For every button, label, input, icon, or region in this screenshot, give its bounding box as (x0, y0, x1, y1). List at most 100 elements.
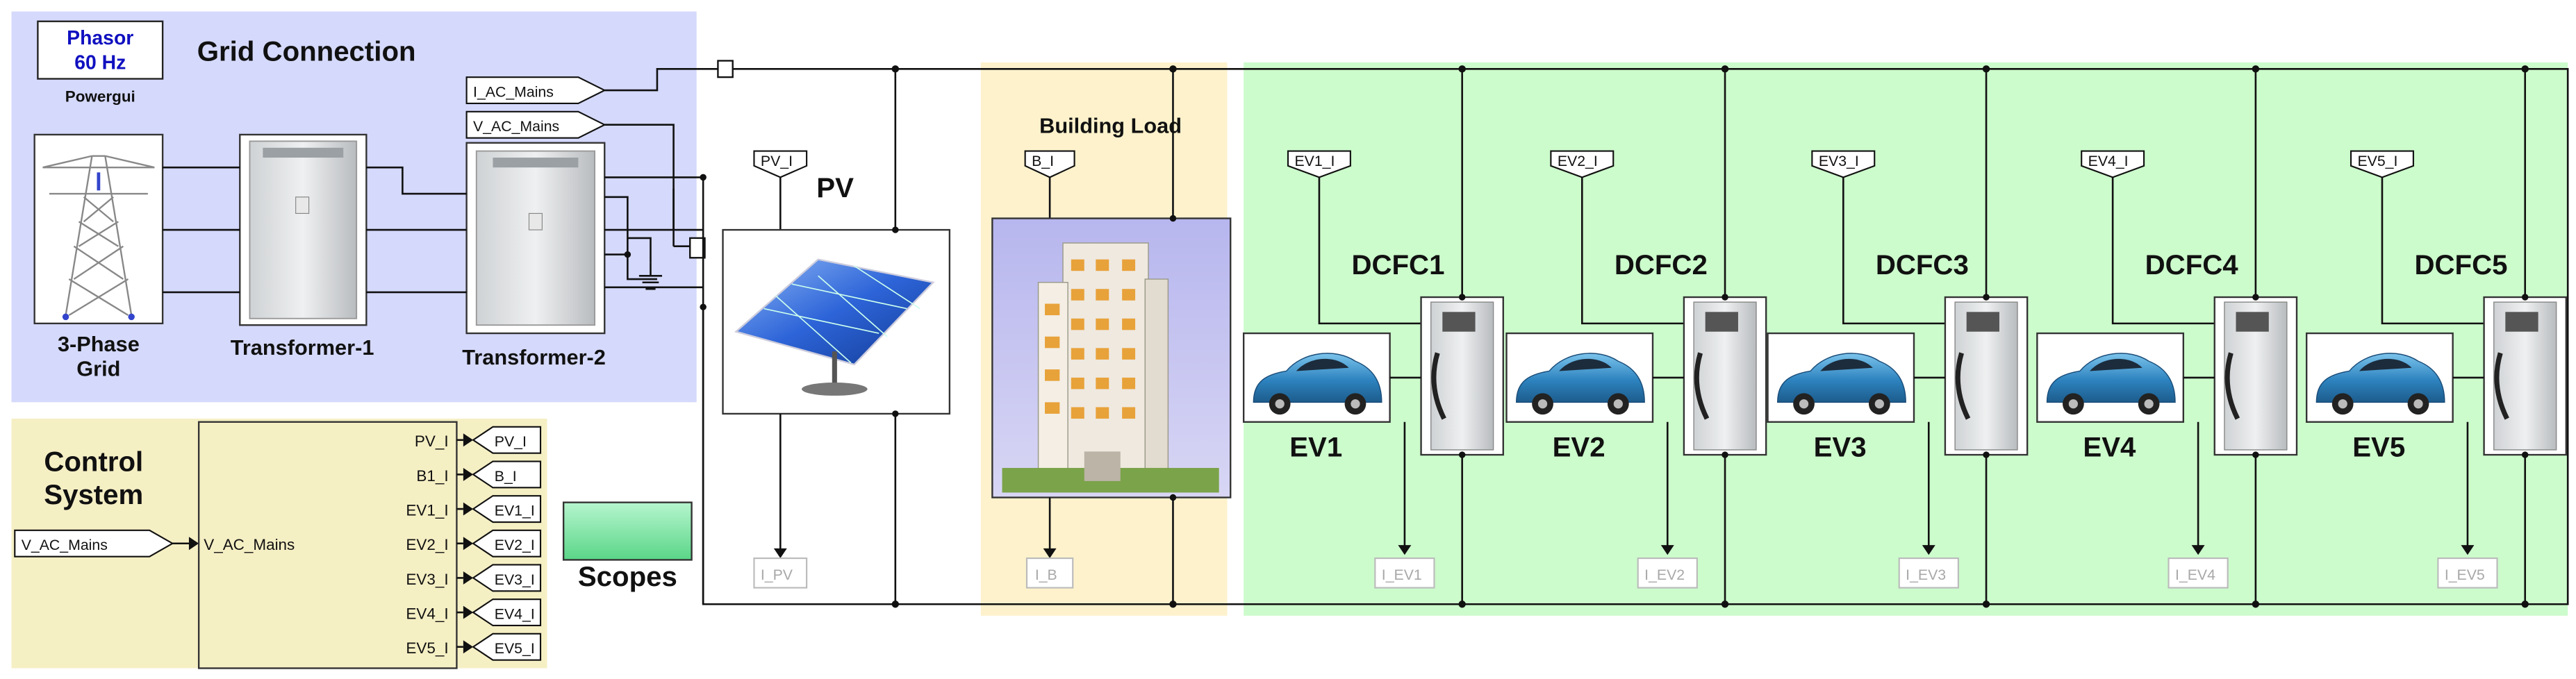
building-load-block[interactable] (991, 215, 1232, 501)
svg-text:EV1_I: EV1_I (1294, 153, 1335, 169)
car-icon (1516, 353, 1645, 403)
control-output-3: EV1_I EV1_I (406, 495, 542, 523)
pv-block[interactable] (722, 226, 951, 417)
transformer-1-label: Transformer-1 (231, 335, 374, 360)
ev3-from-tag[interactable]: EV3_I (1811, 150, 1876, 178)
control-output-4: EV2_I EV2_I (406, 529, 542, 558)
building-goto-tag[interactable]: I_B (1025, 557, 1074, 589)
three-phase-grid-block[interactable] (33, 133, 164, 325)
dcfc3-label: DCFC3 (1876, 249, 1969, 280)
control-output-port-label: EV1_I (406, 502, 448, 519)
svg-text:I_PV: I_PV (761, 567, 793, 583)
ev3-label: EV3 (1814, 431, 1867, 462)
dcfc3-block[interactable] (1944, 294, 2029, 458)
svg-text:EV3_I: EV3_I (1819, 153, 1859, 169)
powergui-line2: 60 Hz (74, 51, 126, 74)
control-output-goto-tag[interactable]: EV4_I (472, 598, 542, 627)
control-output-goto-tag[interactable]: EV1_I (472, 495, 542, 523)
car-icon (2315, 353, 2445, 403)
current-sensor-block[interactable] (689, 237, 706, 259)
ev1-goto-tag[interactable]: I_EV1 (1374, 557, 1435, 589)
transformer-2-block[interactable] (465, 142, 606, 335)
control-input-from-tag[interactable]: V_AC_Mains (14, 529, 174, 558)
svg-text:V_AC_Mains: V_AC_Mains (22, 537, 108, 553)
dcfc2-block[interactable] (1683, 294, 1767, 458)
ev1-from-tag[interactable]: EV1_I (1287, 150, 1351, 178)
control-input-port-label: V_AC_Mains (204, 536, 295, 553)
svg-text:I_AC_Mains: I_AC_Mains (473, 84, 554, 101)
ev5-label: EV5 (2352, 431, 2405, 462)
control-output-5: EV3_I EV3_I (406, 564, 542, 592)
control-system-title-line2: System (44, 479, 143, 510)
grid-label-line2: Grid (76, 357, 120, 381)
pv-goto-tag[interactable]: I_PV (753, 557, 808, 589)
control-output-goto-tag[interactable]: B_I (472, 460, 542, 489)
ev1-label: EV1 (1289, 431, 1342, 462)
svg-text:EV4_I: EV4_I (495, 606, 535, 623)
dcfc5-block[interactable] (2483, 294, 2567, 458)
ev2-goto-tag[interactable]: I_EV2 (1637, 557, 1698, 589)
control-output-6: EV4_I EV4_I (406, 598, 542, 627)
svg-text:B_I: B_I (1032, 153, 1054, 169)
transformer-1-block[interactable] (239, 133, 368, 326)
goto-tag-v-ac-mains[interactable]: V_AC_Mains (465, 110, 606, 139)
transmission-tower-icon (42, 155, 155, 317)
ev4-goto-tag[interactable]: I_EV4 (2168, 557, 2229, 589)
dcfc5-label: DCFC5 (2414, 249, 2507, 280)
control-output-port-label: EV5_I (406, 639, 448, 657)
control-output-goto-tag[interactable]: PV_I (472, 426, 542, 454)
svg-text:EV2_I: EV2_I (1558, 153, 1598, 169)
voltage-sensor-block[interactable] (717, 60, 734, 78)
control-system-title-line1: Control (44, 446, 143, 478)
goto-tag-i-ac-mains[interactable]: I_AC_Mains (465, 76, 606, 105)
building-from-tag[interactable]: B_I (1024, 150, 1075, 178)
powergui-label: Powergui (65, 88, 135, 106)
car-icon (1777, 353, 1906, 403)
building-load-label: Building Load (1039, 114, 1182, 138)
svg-text:EV3_I: EV3_I (495, 571, 535, 588)
control-output-port-label: B1_I (416, 467, 448, 485)
scopes-label: Scopes (578, 561, 677, 592)
scopes-block[interactable] (562, 501, 693, 561)
pv-from-tag[interactable]: PV_I (753, 150, 808, 178)
svg-text:I_EV5: I_EV5 (2445, 567, 2485, 583)
control-output-goto-tag[interactable]: EV5_I (472, 632, 542, 661)
svg-text:I_EV4: I_EV4 (2175, 567, 2215, 583)
control-system-block[interactable]: V_AC_Mains (197, 421, 458, 669)
ev5-from-tag[interactable]: EV5_I (2350, 150, 2414, 178)
svg-text:B_I: B_I (495, 468, 517, 485)
ev2-block[interactable] (1505, 332, 1654, 423)
svg-text:I_EV1: I_EV1 (1382, 567, 1422, 583)
control-output-port-label: EV4_I (406, 605, 448, 623)
svg-text:I_B: I_B (1035, 567, 1057, 583)
ev3-goto-tag[interactable]: I_EV3 (1898, 557, 1959, 589)
powergui-block[interactable]: Phasor 60 Hz (37, 20, 164, 80)
ev1-block[interactable] (1242, 332, 1391, 423)
car-icon (2046, 353, 2176, 403)
dcfc4-block[interactable] (2213, 294, 2298, 458)
ev4-from-tag[interactable]: EV4_I (2081, 150, 2145, 178)
ev3-block[interactable] (1767, 332, 1915, 423)
grid-label-line1: 3-Phase (58, 332, 140, 356)
ev4-block[interactable] (2036, 332, 2185, 423)
control-output-1: PV_I PV_I (415, 426, 542, 454)
apartment-building-icon (1002, 242, 1219, 493)
ev5-block[interactable] (2305, 332, 2454, 423)
svg-text:I_EV2: I_EV2 (1644, 567, 1685, 583)
control-output-port-label: EV2_I (406, 536, 448, 553)
control-output-goto-tag[interactable]: EV3_I (472, 564, 542, 592)
svg-text:EV2_I: EV2_I (495, 537, 535, 553)
ev2-from-tag[interactable]: EV2_I (1550, 150, 1615, 178)
svg-text:V_AC_Mains: V_AC_Mains (473, 118, 559, 135)
dcfc1-block[interactable] (1420, 294, 1504, 458)
control-output-port-label: EV3_I (406, 571, 448, 588)
ev5-goto-tag[interactable]: I_EV5 (2437, 557, 2498, 589)
solar-panel-icon (734, 258, 935, 396)
control-output-goto-tag[interactable]: EV2_I (472, 529, 542, 558)
pv-label: PV (816, 172, 854, 203)
control-output-port-label: PV_I (415, 433, 449, 450)
